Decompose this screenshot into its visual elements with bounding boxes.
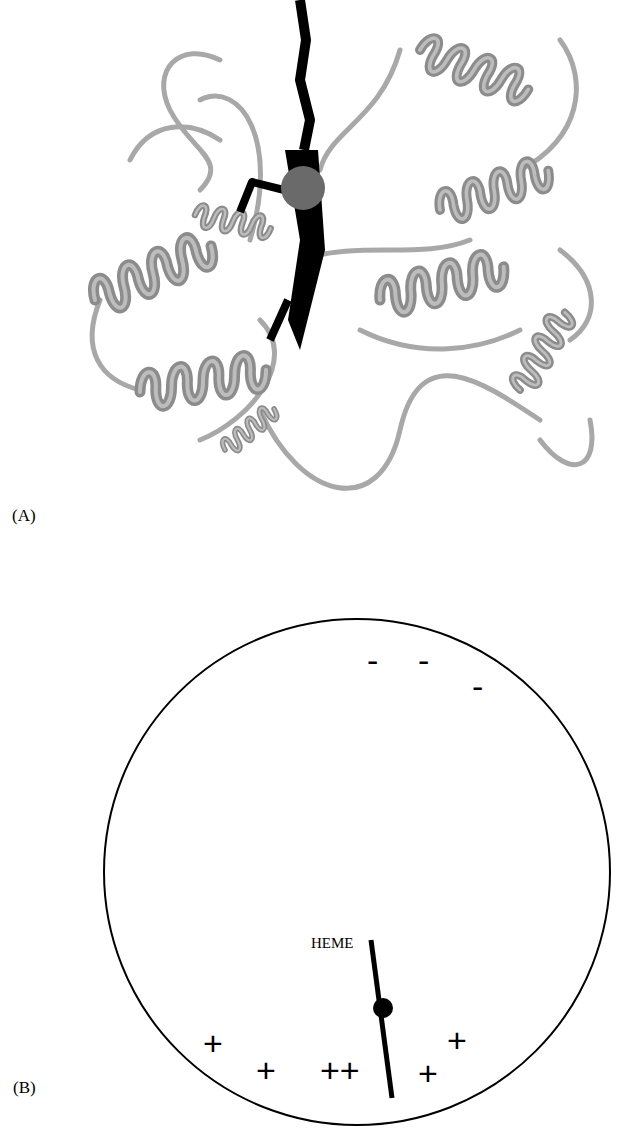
node-label: HEME: [311, 936, 354, 951]
charge-sign: +: [447, 1023, 467, 1057]
charge-sign: ++: [320, 1053, 360, 1087]
panel-label: (A): [12, 507, 36, 524]
charge-sign: +: [256, 1053, 276, 1087]
heme-schematic: [371, 940, 393, 1098]
charge-sign: -: [367, 643, 378, 677]
circle-outline: [102, 617, 612, 1127]
charge-sign: +: [418, 1056, 438, 1090]
charge-sign: +: [203, 1026, 223, 1060]
alpha-helices: [87, 35, 575, 457]
charge-circle: HEME: [102, 617, 612, 1127]
charge-sign: -: [418, 643, 429, 677]
charge-sign: -: [472, 669, 483, 703]
panel-label: (B): [13, 1079, 36, 1096]
heme-group: [240, 0, 325, 350]
